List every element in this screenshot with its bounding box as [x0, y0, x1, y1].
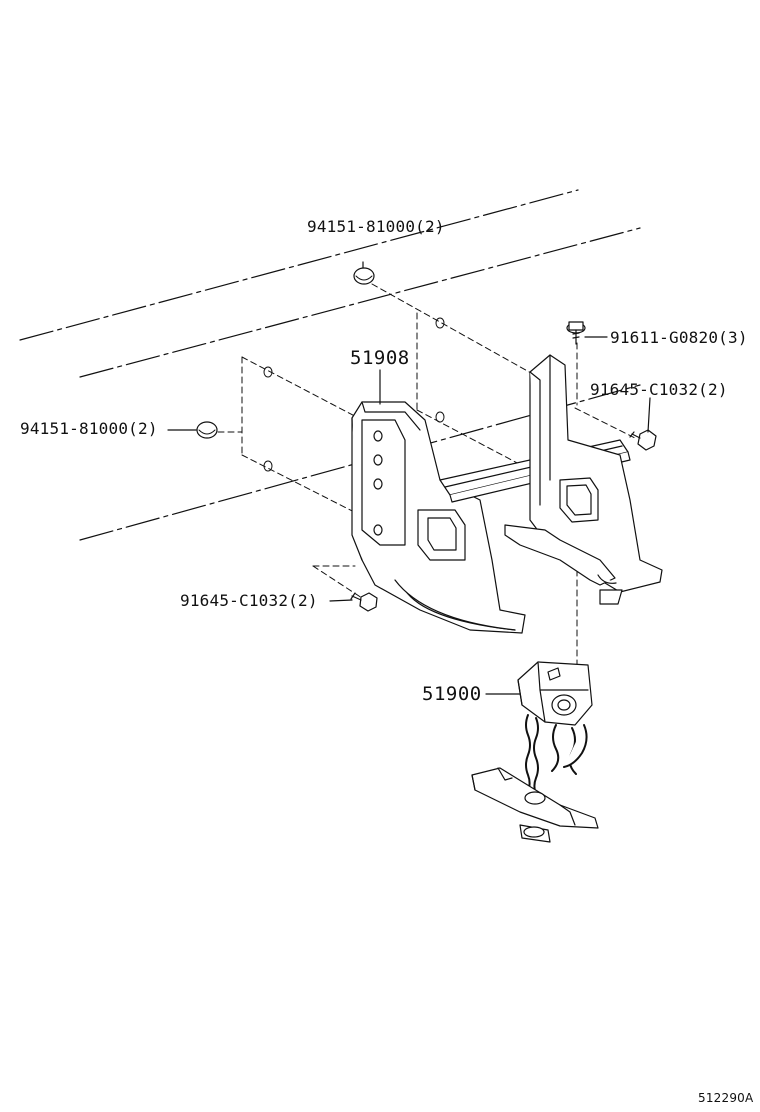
clip-left-icon: [196, 421, 218, 439]
callout-clip-top: 94151-81000(2): [307, 217, 445, 236]
callout-bolt-left-bottom: 91645-C1032(2): [180, 591, 318, 610]
callout-leaders: [167, 261, 651, 695]
bolt-flange-icon: [566, 321, 586, 345]
assembly-label-bracket: 51908: [350, 347, 410, 369]
clip-top-icon: [353, 267, 375, 285]
bolt-left-icon: [350, 592, 378, 612]
assembly-label-carrier: 51900: [422, 683, 482, 705]
clip-hole-marks: [263, 317, 445, 472]
callout-clip-left: 94151-81000(2): [20, 419, 158, 438]
carrier-51900-drawing: [471, 661, 599, 843]
illustration-code: 512290A: [698, 1091, 754, 1105]
callout-bolt-right-mid: 91645-C1032(2): [590, 380, 728, 399]
bolt-right-icon: [629, 429, 657, 451]
callout-bolt-right-top: 91611-G0820(3): [610, 328, 748, 347]
bracket-51908-drawing: [351, 354, 663, 634]
